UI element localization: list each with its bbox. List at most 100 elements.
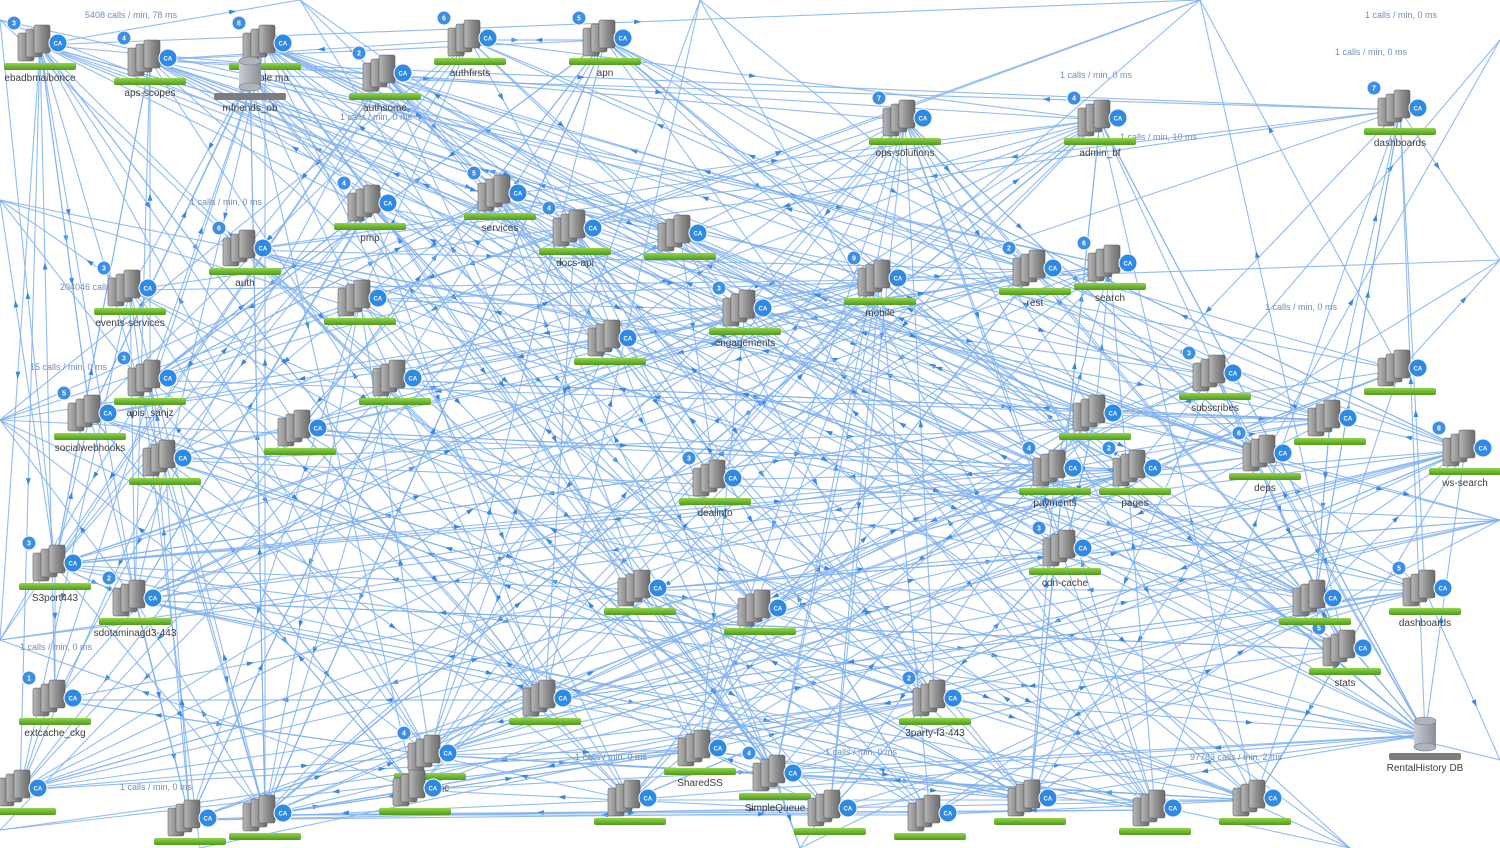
connection-line[interactable]	[299, 429, 1136, 471]
tier-node[interactable]: mfriends_ob	[214, 56, 286, 114]
connection-line[interactable]	[544, 0, 701, 701]
connection-line[interactable]	[249, 74, 776, 776]
connection-line[interactable]	[89, 414, 416, 791]
connection-line[interactable]	[149, 39, 471, 61]
connection-line[interactable]	[264, 519, 1500, 816]
tier-node[interactable]: CA	[0, 769, 56, 815]
connection-line[interactable]	[19, 264, 1111, 791]
connection-line[interactable]	[799, 599, 1316, 848]
connection-line[interactable]	[499, 194, 681, 236]
connection-line[interactable]	[774, 279, 881, 776]
connection-line[interactable]	[394, 119, 1101, 381]
connection-line[interactable]	[264, 44, 1216, 376]
tier-node[interactable]: CA	[229, 794, 301, 840]
connection-line[interactable]	[714, 269, 1036, 481]
connection-line[interactable]	[604, 39, 1266, 456]
connection-line[interactable]	[469, 39, 1466, 451]
connection-line[interactable]	[629, 269, 1036, 801]
connection-line[interactable]	[39, 0, 301, 46]
connection-line[interactable]	[394, 234, 681, 381]
connection-line[interactable]	[249, 74, 1401, 111]
connection-line[interactable]	[19, 119, 1101, 791]
connection-line[interactable]	[744, 309, 1156, 811]
tier-node[interactable]: CA	[894, 794, 966, 840]
connection-line[interactable]	[1029, 599, 1316, 801]
connection-line[interactable]	[134, 599, 1256, 801]
connection-line[interactable]	[134, 599, 1031, 801]
connection-line[interactable]	[54, 269, 1036, 566]
connection-line[interactable]	[929, 799, 1256, 816]
connection-line[interactable]	[604, 39, 1056, 471]
tier-node[interactable]: CA	[1364, 349, 1436, 395]
connection-line[interactable]	[679, 234, 1351, 848]
connection-line[interactable]	[0, 419, 1056, 471]
tier-node[interactable]: CA	[1219, 779, 1291, 825]
connection-line[interactable]	[369, 204, 1216, 376]
connection-line[interactable]	[699, 699, 936, 751]
tier-node[interactable]: CA	[794, 789, 866, 835]
connection-line[interactable]	[544, 374, 1216, 701]
connection-line[interactable]	[1214, 374, 1426, 736]
connection-line[interactable]	[499, 194, 641, 591]
connection-line[interactable]	[574, 229, 746, 311]
connection-line[interactable]	[19, 44, 266, 791]
connection-line[interactable]	[164, 459, 631, 801]
connection-line[interactable]	[359, 259, 1500, 301]
connection-line[interactable]	[244, 249, 1426, 591]
connection-line[interactable]	[299, 39, 606, 431]
connection-line[interactable]	[19, 374, 1216, 791]
tier-node[interactable]: CA	[509, 679, 581, 725]
connection-line[interactable]	[149, 59, 1111, 266]
connection-line[interactable]	[164, 459, 266, 816]
connection-line[interactable]	[1054, 419, 1331, 471]
connection-line[interactable]	[384, 74, 611, 341]
connection-line[interactable]	[1094, 414, 1500, 521]
connection-line[interactable]	[39, 44, 301, 431]
connection-line[interactable]	[264, 44, 1351, 848]
connection-line[interactable]	[299, 429, 1316, 601]
connection-line[interactable]	[0, 44, 41, 641]
connection-line[interactable]	[249, 74, 266, 816]
connection-line[interactable]	[39, 44, 136, 601]
tier-node[interactable]: CA	[994, 779, 1066, 825]
connection-line[interactable]	[429, 449, 1466, 756]
connection-line[interactable]	[134, 59, 151, 601]
connection-line[interactable]	[879, 279, 1331, 421]
connection-line[interactable]	[929, 449, 1466, 816]
connection-line[interactable]	[134, 599, 266, 816]
connection-line[interactable]	[244, 249, 611, 341]
connection-line[interactable]	[189, 799, 1256, 821]
connection-line[interactable]	[414, 549, 1066, 791]
connection-line[interactable]	[149, 119, 1101, 381]
connection-line[interactable]	[0, 199, 131, 291]
connection-line[interactable]	[244, 249, 831, 811]
connection-line[interactable]	[54, 449, 1466, 566]
connection-line[interactable]	[0, 639, 416, 791]
connection-line[interactable]	[609, 339, 1316, 601]
connection-line[interactable]	[429, 339, 611, 756]
connection-line[interactable]	[264, 44, 611, 341]
connection-line[interactable]	[1254, 369, 1401, 801]
connection-line[interactable]	[679, 234, 1056, 471]
connection-line[interactable]	[429, 39, 606, 756]
connection-line[interactable]	[414, 119, 1101, 791]
connection-line[interactable]	[574, 229, 1346, 651]
connection-line[interactable]	[129, 289, 631, 801]
connection-line[interactable]	[264, 44, 681, 236]
connection-line[interactable]	[149, 379, 546, 701]
connection-line[interactable]	[1264, 454, 1426, 736]
connection-line[interactable]	[879, 279, 931, 816]
connection-line[interactable]	[0, 699, 936, 831]
connection-line[interactable]	[249, 74, 1036, 271]
connection-line[interactable]	[574, 229, 1096, 416]
